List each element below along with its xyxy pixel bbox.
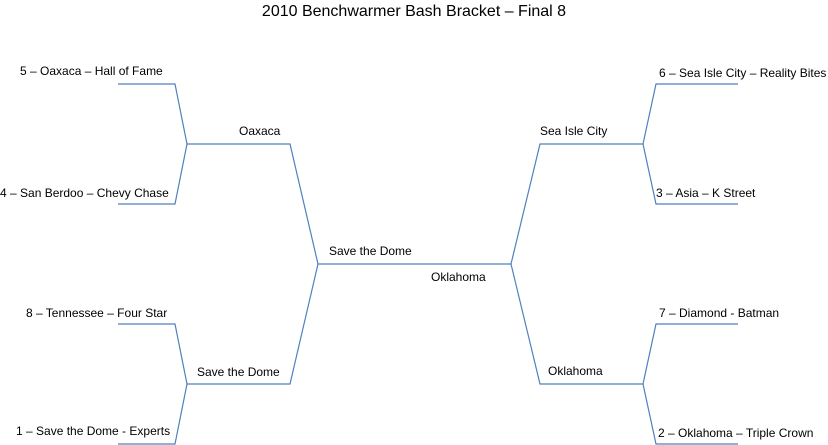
left-team-2: 4 – San Berdoo – Chevy Chase (0, 186, 169, 200)
bracket-title: 2010 Benchwarmer Bash Bracket – Final 8 (261, 3, 567, 20)
right-semifinal-winner-top: Sea Isle City (540, 124, 608, 138)
bracket-line-right-r2-bottom (510, 263, 643, 385)
right-team-2: 3 – Asia – K Street (656, 186, 756, 200)
bracket-line-left-r2-top (187, 143, 319, 265)
left-team-4: 1 – Save the Dome - Experts (16, 424, 171, 438)
bracket-line-left-r1-lower-mid (118, 323, 188, 385)
left-finalist: Save the Dome (329, 244, 412, 258)
left-semifinal-winner-top: Oaxaca (239, 124, 281, 138)
bracket-line-right-r1-upper-mid (642, 143, 738, 205)
right-semifinal-winner-bottom: Oklahoma (548, 364, 603, 378)
right-finalist: Oklahoma (431, 270, 486, 284)
right-team-4: 2 – Oklahoma – Triple Crown (658, 426, 814, 440)
bracket-line-left-r1-bottom (118, 383, 188, 445)
bracket-line-left-r1-top (118, 83, 188, 145)
bracket-line-left-r1-upper-mid (118, 143, 188, 205)
left-team-1: 5 – Oaxaca – Hall of Fame (20, 64, 163, 78)
bracket-line-left-r2-bottom (187, 263, 319, 385)
right-team-3: 7 – Diamond - Batman (659, 306, 780, 320)
bracket-line-right-r1-bottom (642, 383, 738, 445)
left-team-3: 8 – Tennessee – Four Star (26, 306, 168, 320)
right-team-1: 6 – Sea Isle City – Reality Bites (659, 66, 827, 80)
bracket-line-right-r1-lower-mid (642, 323, 738, 385)
bracket-line-right-r1-top (642, 83, 738, 145)
bracket-line-right-r2-top (510, 143, 643, 265)
left-semifinal-winner-bottom: Save the Dome (197, 365, 280, 379)
